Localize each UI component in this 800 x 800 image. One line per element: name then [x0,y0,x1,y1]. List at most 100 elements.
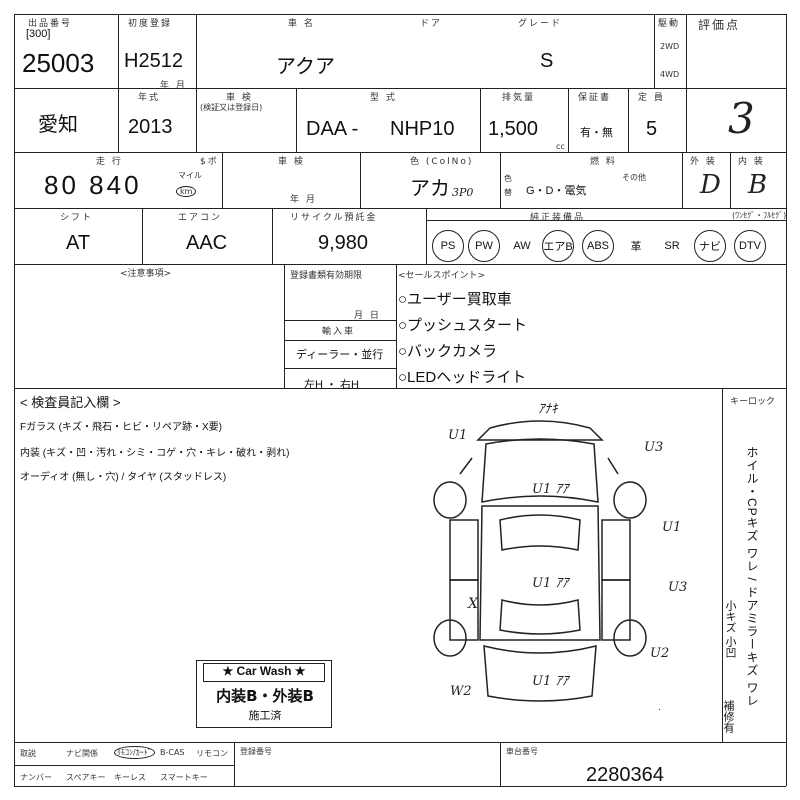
first-reg-label: 初度登録 [128,19,173,29]
color-no: 3P0 [452,186,474,199]
keyless-label: キーレス [114,773,146,782]
lot-bracket: [300] [26,28,51,40]
grade-label: グレード [518,19,563,29]
mark-right-quarter: U2 [650,646,670,661]
shift-label: シフト [60,213,94,223]
chassis-number: 2280364 [586,764,664,786]
interior-value: B [748,170,768,200]
fuel-other: その他 [622,173,646,182]
color-value: アカ [410,178,450,200]
sales-point-4: ○LEDヘッドライト [398,369,527,386]
drive-label: 駆動 [658,19,681,29]
model-value: NHP10 [390,118,455,140]
dollar-label: $ボ [200,157,219,167]
doc-label: 車台番号 [506,747,538,756]
displacement-unit: cc [556,142,565,151]
steering-value: 左H ・ 右H [304,379,359,391]
side-note-2: 小キズ 小凹 [724,600,736,659]
equipment-4: ABS [582,230,614,262]
rule [500,742,501,786]
drive-2wd: 2WD [660,42,680,51]
equipment-6: SR [664,240,680,252]
exterior-label: 外 装 [690,157,717,167]
smart-label: スマートキー [160,773,208,782]
rule [234,742,235,786]
door-label: ドア [420,19,443,29]
lot-label: 出品番号 [28,19,73,29]
shift-value: AT [66,232,91,254]
mark-roof: U1 ｱｱ [532,576,569,591]
rimocon-label: リモコン [196,749,228,758]
equipment-7: ナビ [694,230,726,262]
rule [14,208,786,209]
interior-label: 内 装 [738,157,765,167]
inspector-line-2: 内装 (キズ・凹・汚れ・シミ・コゲ・穴・キレ・破れ・剥れ) [20,448,290,459]
sales-label: <セールスポイント> [398,271,486,281]
mark-right-door: U1 [662,520,682,535]
car-wash-done: 施工済 [248,709,282,722]
inspection-sub: (検証又は登録日) [200,103,263,112]
model-prefix: DAA - [306,118,359,140]
rule [686,14,687,152]
lot-number: 25003 [22,48,95,78]
displacement-value: 1,500 [488,118,539,140]
color-change: 色替 [504,174,512,197]
equipment-label: 純正装備品 [530,213,586,223]
mark-right-rear-door: U3 [668,580,688,595]
rule [396,264,397,388]
number-label: ナンバー [20,773,52,782]
capacity-label: 定 員 [638,93,665,103]
score-label: 評価点 [698,18,741,32]
rule [118,14,119,152]
bcas-label: B-CAS [160,748,185,757]
rule [222,152,223,208]
guarantee-label: 保証書 [578,93,612,103]
guarantee-value: 有・無 [580,127,613,139]
year-label: 年式 [138,93,161,103]
region: 愛知 [38,114,78,136]
rule [654,14,655,88]
displacement-label: 排気量 [502,93,536,103]
rule [14,742,786,743]
equipment-0: PS [432,230,464,262]
mileage-value: 80 840 [44,170,142,200]
equipment-1: PW [468,230,500,262]
year-value: 2013 [128,116,173,138]
rule [196,88,197,152]
rule [14,264,786,265]
rule [682,152,683,208]
mark-right-front: U3 [644,440,664,455]
car-name-label: 車 名 [288,19,315,29]
equipment-8: DTV [734,230,766,262]
rule [14,152,786,153]
inspection-label: 車 検 [226,93,253,103]
notice-label: <注意事項> [120,269,172,279]
rule [284,264,285,388]
mark-left-rear: X [468,596,478,612]
recycle-value: 9,980 [318,232,369,254]
car-wash-grade: 内装B・外装B [216,687,314,705]
inspector-title: < 検査員記入欄 > [20,395,121,410]
score-value: 3 [728,94,755,143]
recycle-label: リサイクル預託金 [290,213,378,223]
equipment-3: エアB [542,230,574,262]
rule [480,88,481,152]
rule [426,220,786,221]
fuel-label: 燃 料 [590,157,617,167]
side-note: ホイル・CPキズ ワレ / ドアミラーキズ ワレ [745,446,759,708]
rule [568,88,569,152]
mileage-unit-top: マイル [178,171,202,180]
navi-disc-label: ナビ関係 [66,749,98,758]
car-diagram [433,420,660,710]
ac-label: エアコン [178,213,223,223]
rule [730,152,731,208]
remote-label: ﾘﾓｺﾝ/ｶｰﾄﾞ [114,746,155,759]
rule [14,765,234,766]
first-reg-value: H2512 [124,50,183,72]
mark-trunk: U1 ｱｱ [532,674,569,689]
rule [14,388,786,389]
mark-left-front: U1 [448,428,468,443]
rule [296,88,297,152]
rule [14,14,786,15]
